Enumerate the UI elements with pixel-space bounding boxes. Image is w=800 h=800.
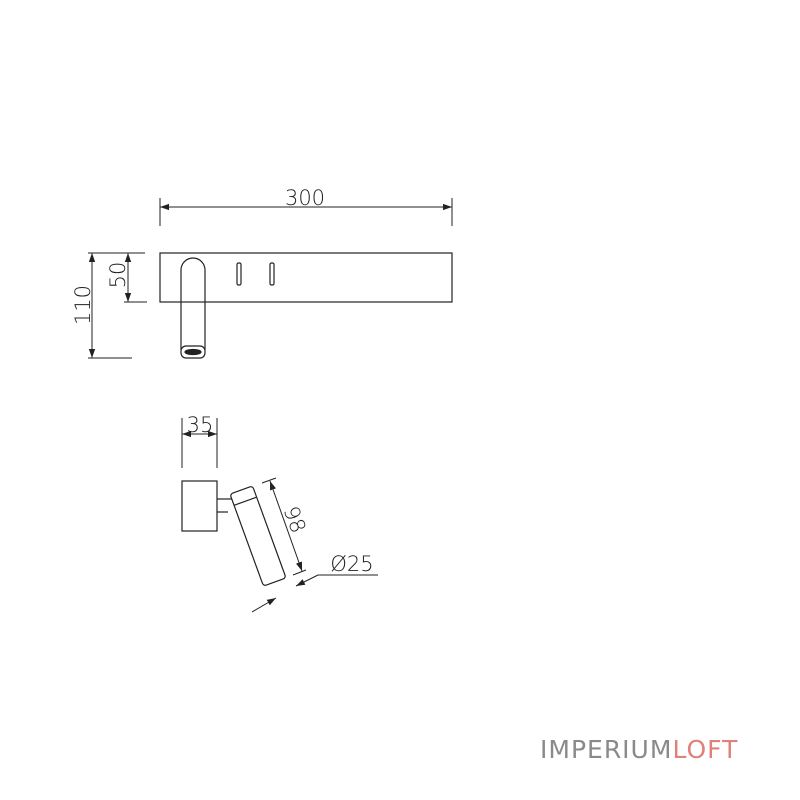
lamp-tube [180, 270, 206, 350]
dimension-depth [181, 418, 218, 468]
side-wall-base [181, 480, 218, 532]
lamp-tube-head [180, 345, 206, 359]
side-lamp-arm [230, 486, 286, 586]
switch-slot-left [236, 262, 242, 286]
dimension-height-plate [124, 253, 147, 303]
dimension-arm-length [261, 477, 307, 576]
dimension-diameter [251, 574, 378, 613]
dimension-diameter-label: Ø25 [330, 552, 373, 576]
side-view [181, 480, 286, 586]
brand-logo: IMPERIUMLOFT [540, 733, 738, 767]
lamp-tube-top [180, 257, 206, 271]
front-view [159, 252, 453, 359]
dimension-height-plate-label: 50 [106, 262, 130, 289]
brand-logo-part1: IMPERIUM [540, 735, 673, 764]
switch-slot-right [269, 262, 275, 286]
dimension-width [159, 198, 453, 226]
dimension-width-label: 300 [285, 186, 325, 210]
lamp-lens [184, 348, 202, 356]
brand-logo-part2: LOFT [672, 735, 739, 764]
dimension-arm-length-label: 98 [279, 503, 311, 536]
dimension-height-total [88, 252, 145, 359]
dimension-depth-label: 35 [187, 413, 214, 437]
wall-plate [159, 252, 453, 303]
dimension-height-total-label: 110 [71, 285, 95, 325]
